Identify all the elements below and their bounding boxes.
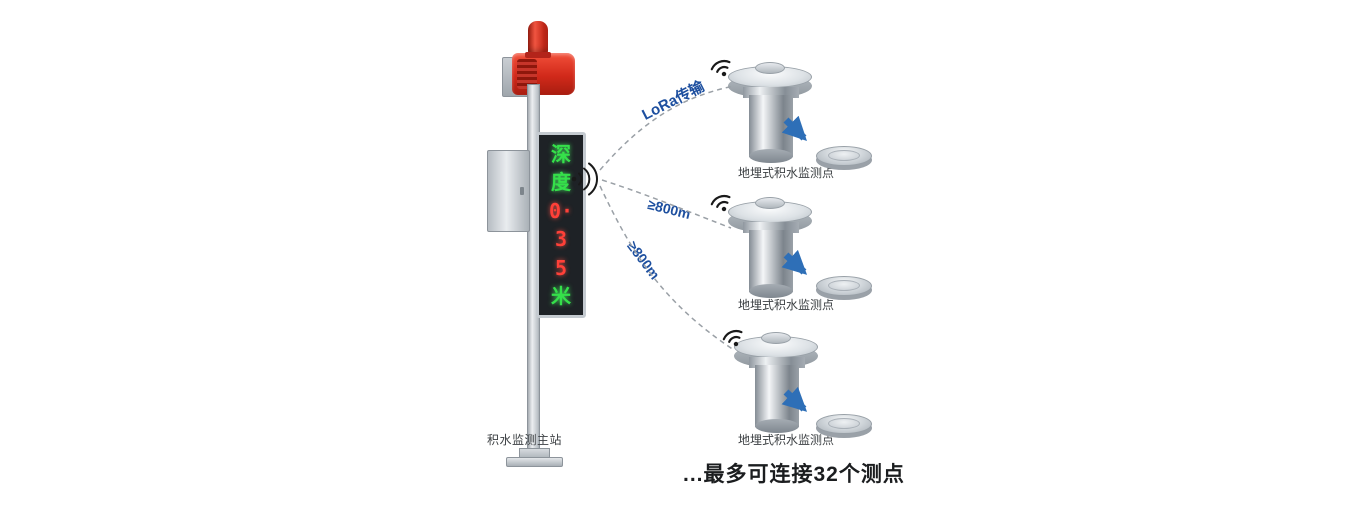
sensor-collar xyxy=(743,87,799,98)
buried-sensor xyxy=(726,188,816,310)
sensor-label: 地埋式积水监测点 xyxy=(738,166,835,180)
alarm-horn-icon xyxy=(512,53,575,95)
sensor-label: 地埋式积水监测点 xyxy=(738,433,835,447)
base-plate xyxy=(506,457,563,467)
sensor-body-bottom xyxy=(749,284,793,298)
link-label-lora: LoRa传输 xyxy=(639,78,708,124)
disc-sensor xyxy=(816,414,872,438)
disc-sensor xyxy=(816,146,872,170)
buried-sensor xyxy=(732,323,822,445)
buried-sensor xyxy=(726,53,816,175)
footer-note: ...最多可连接32个测点 xyxy=(683,463,905,486)
sensor-cap xyxy=(755,197,785,209)
control-cabinet xyxy=(487,150,530,232)
sensor-cap xyxy=(761,332,791,344)
led-char: 0· xyxy=(548,198,574,223)
led-display: 深 度 0· 3 5 米 xyxy=(536,132,586,318)
puck-ring xyxy=(828,150,860,161)
led-char: 深 xyxy=(551,141,571,166)
sensor-body xyxy=(755,365,799,427)
link-label-range-2: ≥800m xyxy=(624,238,664,283)
station-label: 积水监测主站 xyxy=(487,433,563,447)
puck-ring xyxy=(828,418,860,429)
led-char: 5 xyxy=(554,255,568,280)
disc-sensor xyxy=(816,276,872,300)
sensor-body-bottom xyxy=(755,419,799,433)
link-label-range-1: ≥800m xyxy=(646,196,693,223)
sensor-cap xyxy=(755,62,785,74)
led-char: 度 xyxy=(551,170,571,195)
led-char: 米 xyxy=(551,284,571,309)
sensor-collar xyxy=(743,222,799,233)
sensor-body-bottom xyxy=(749,149,793,163)
sensor-collar xyxy=(749,357,805,368)
led-char: 3 xyxy=(554,227,568,252)
alarm-beacon-icon xyxy=(525,21,551,58)
sensor-label: 地埋式积水监测点 xyxy=(738,298,835,312)
sensor-body xyxy=(749,230,793,292)
puck-ring xyxy=(828,280,860,291)
sensor-body xyxy=(749,95,793,157)
